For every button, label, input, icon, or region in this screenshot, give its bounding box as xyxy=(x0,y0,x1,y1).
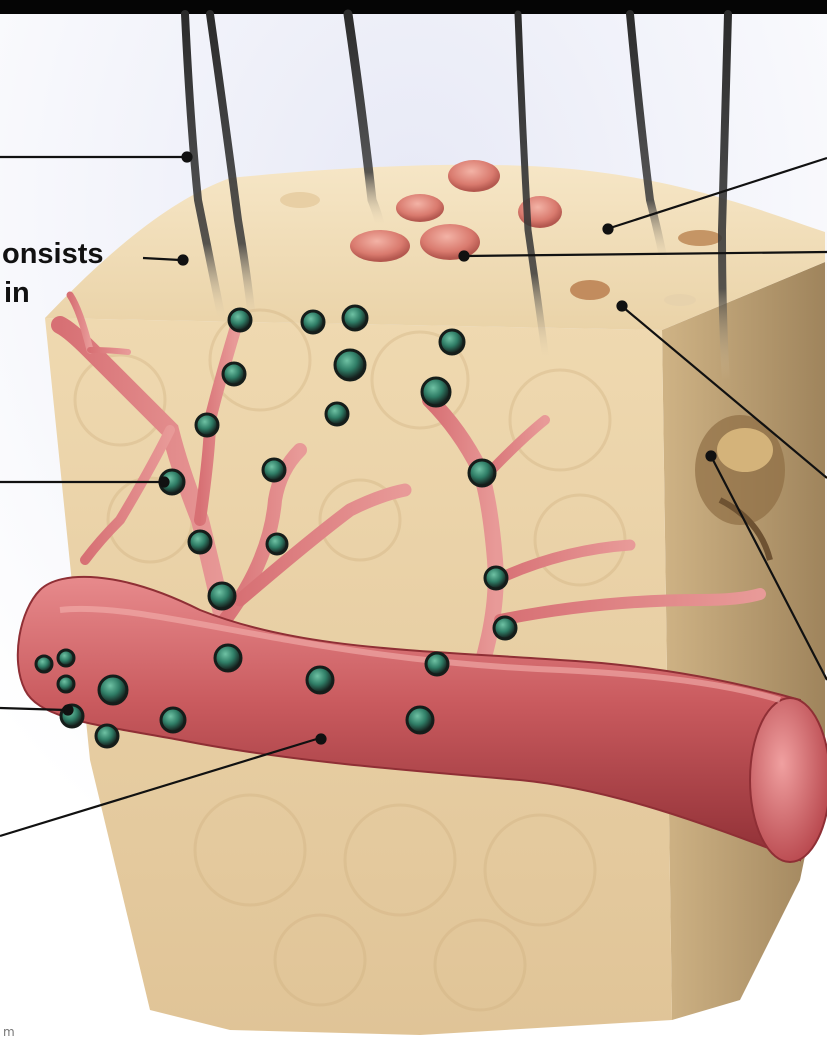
top-black-bar xyxy=(0,0,827,14)
vessel-cut-end xyxy=(750,698,827,862)
pore-opening xyxy=(570,280,610,300)
label-fragment-in: in xyxy=(4,277,30,309)
credit-fragment: m xyxy=(3,1025,15,1039)
label-fragment-onsists: onsists xyxy=(2,238,104,270)
